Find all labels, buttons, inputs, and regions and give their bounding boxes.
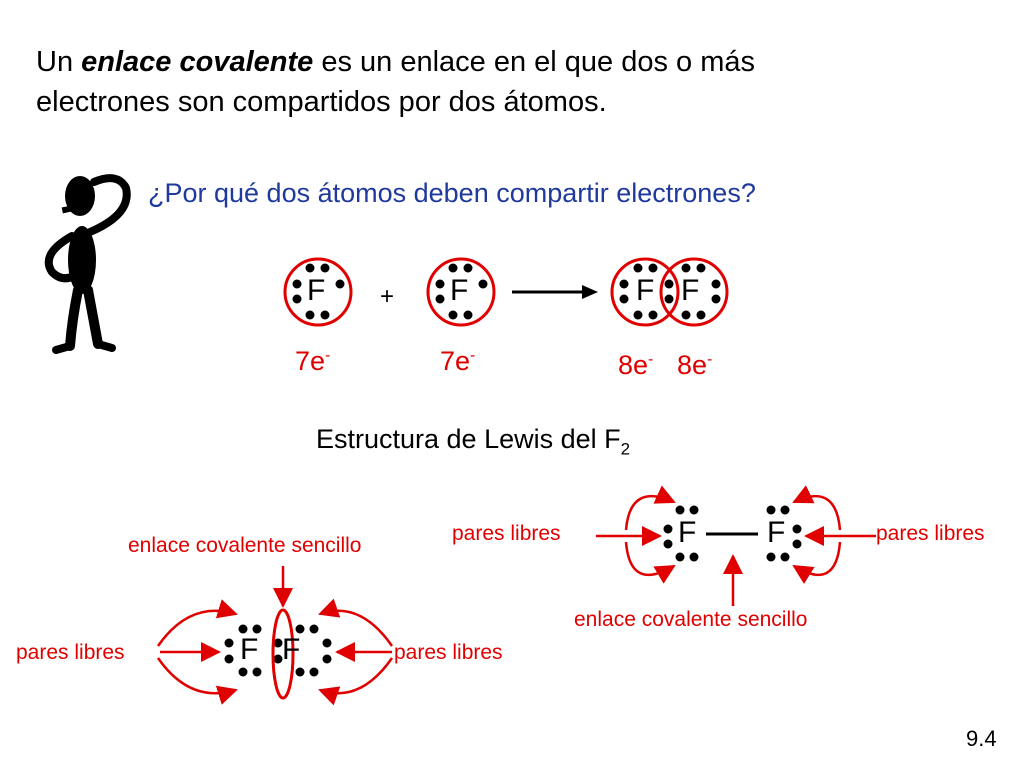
electron-count-4: 8e- — [677, 350, 713, 380]
atom-symbol-1: F — [307, 274, 326, 307]
atom-symbol-2: F — [450, 274, 469, 307]
lewis-structure-title: Estructura de Lewis del F2 — [316, 424, 631, 459]
intro-text: Un enlace covalente es un enlace en el q… — [36, 42, 755, 122]
lewis-left-atom-2: F — [282, 633, 301, 666]
single-bond-label-right: enlace covalente sencillo — [574, 608, 808, 631]
electron-count-1: 7e- — [295, 346, 331, 376]
lone-pairs-label-left-left: pares libres — [16, 641, 125, 664]
page-number: 9.4 — [966, 726, 997, 751]
lewis-left-atom-1: F — [240, 633, 259, 666]
lewis-right-atom-1: F — [678, 516, 697, 549]
plus-sign: + — [380, 283, 395, 310]
intro-part1: Un — [36, 46, 82, 78]
lone-pairs-label-right-left: pares libres — [452, 522, 561, 545]
intro-line2: electrones son compartidos por dos átomo… — [36, 86, 607, 118]
bonded-atom-circle-left — [610, 257, 680, 327]
reaction-electrons — [292, 263, 721, 320]
lone-pairs-label-right-right: pares libres — [876, 522, 985, 545]
electron-count-2: 7e- — [440, 346, 476, 376]
reaction-arrow-icon — [512, 285, 598, 299]
intro-emphasis: enlace covalente — [81, 46, 314, 78]
bonded-atom-circle-right — [659, 257, 729, 327]
question-text: ¿Por qué dos átomos deben compartir elec… — [148, 178, 756, 208]
molecule-symbol-left: F — [636, 274, 655, 307]
lone-pairs-label-left-right: pares libres — [394, 641, 503, 664]
electron-count-3: 8e- — [618, 350, 654, 380]
lewis-right-atom-2: F — [767, 516, 786, 549]
single-bond-label-left: enlace covalente sencillo — [128, 534, 362, 557]
molecule-symbol-right: F — [681, 274, 700, 307]
fluorine-atom-circle-2 — [426, 257, 496, 327]
shared-pair-ellipse — [271, 608, 295, 700]
fluorine-atom-circle-1 — [283, 257, 353, 327]
intro-part2: es un enlace en el que dos o más — [313, 46, 756, 78]
